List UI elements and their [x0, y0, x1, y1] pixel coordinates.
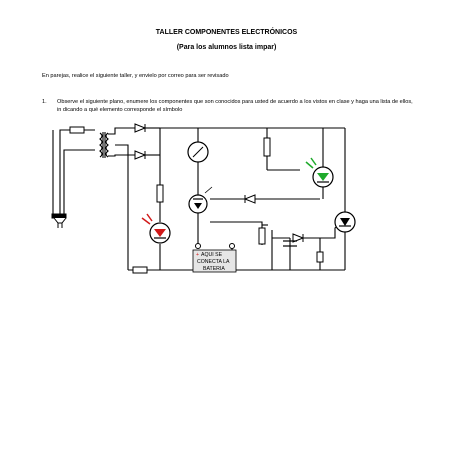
battery-label-line2: CONECTA LA [197, 259, 230, 265]
diode-icon [292, 233, 305, 243]
list-item-number: 1. [42, 99, 47, 105]
resistor-icon [263, 137, 271, 157]
meter-icon [187, 141, 209, 163]
transistor-icon [334, 211, 356, 233]
resistor-icon [316, 251, 324, 263]
intro-text: En parejas, realice el siguiente taller,… [42, 73, 229, 79]
list-item-text: Observe el siguiente plano, enumere los … [57, 99, 413, 113]
diode-icon [243, 194, 256, 204]
resistor-icon [156, 184, 164, 203]
diode-icon [134, 123, 147, 133]
document-subtitle: (Para los alumnos lista impar) [176, 44, 277, 51]
green-led-icon [305, 157, 334, 188]
plug-icon [51, 213, 67, 228]
transistor-icon [188, 186, 213, 214]
document-title: TALLER COMPONENTES ELECTRÓNICOS [155, 29, 298, 36]
battery-label-line3: BATERIA [203, 266, 225, 272]
terminal-icon [195, 243, 201, 249]
potentiometer-icon [258, 227, 266, 245]
red-led-icon [141, 213, 171, 244]
diode-icon [134, 150, 147, 160]
terminal-icon [229, 243, 235, 249]
fuse-icon [132, 266, 148, 274]
plus-sign: + [196, 252, 199, 258]
capacitor-icon [283, 240, 297, 247]
fuse-icon [69, 126, 85, 134]
battery-label-box: + AQUI SE CONECTA LA BATERIA [192, 249, 237, 273]
battery-label-line1: AQUI SE [201, 252, 223, 258]
